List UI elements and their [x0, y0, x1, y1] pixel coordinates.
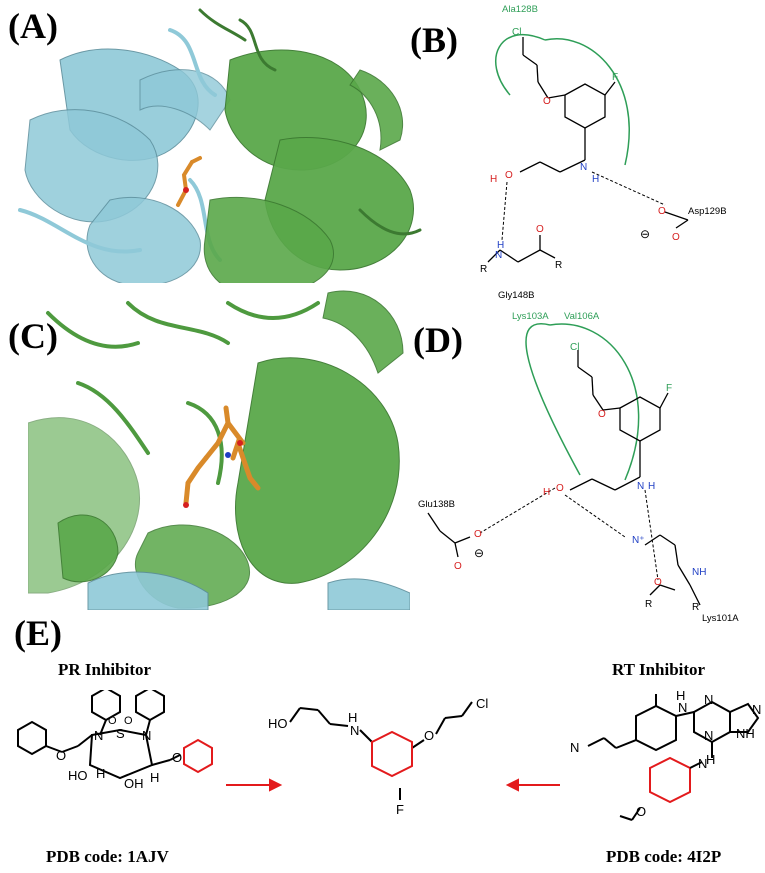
e-rt-nh: NH [736, 726, 755, 741]
panel-e-structures: O N N S O O HO H OH H O [0, 686, 765, 845]
rt-inhibitor-title: RT Inhibitor [612, 660, 706, 679]
e-rt-n4: N [752, 702, 761, 717]
e-pr-o4: O [172, 750, 182, 765]
panel-b-label: (B) [410, 20, 458, 60]
b-gly-o: O [536, 224, 544, 235]
e-mid-o: O [424, 728, 434, 743]
e-pr-oh: OH [124, 776, 144, 791]
e-mid-cl: Cl [476, 696, 488, 711]
e-pr-n1: N [94, 728, 103, 743]
e-pr-o2: O [108, 715, 117, 727]
b-residue-top: Ala128B [502, 4, 538, 15]
d-minus: ⊖ [474, 546, 484, 560]
d-nh: NH [692, 567, 706, 578]
b-asp-o: O [658, 206, 666, 217]
d-ho-h: H [543, 487, 550, 498]
d-atom-o: O [598, 409, 606, 420]
e-pr-ho: HO [68, 768, 88, 783]
e-mid-n: N [350, 723, 359, 738]
e-mid-ho: HO [268, 716, 288, 731]
e-rt-nc: N [570, 740, 579, 755]
panel-a-image [0, 0, 440, 300]
d-atom-n: N [637, 481, 644, 492]
d-r1: R [645, 599, 652, 610]
d-o-carbonyl: O [654, 577, 662, 588]
b-atom-ho-o: O [505, 170, 513, 181]
d-atom-h: H [648, 481, 655, 492]
d-glu-o1: O [474, 529, 482, 540]
e-pr-o1: O [56, 748, 66, 763]
d-r2: R [692, 602, 699, 613]
panel-e-label: (E) [14, 613, 62, 653]
b-gly-n: N [495, 250, 502, 261]
e-rt-n1: N [678, 700, 687, 715]
d-residue-left: Glu138B [418, 499, 455, 510]
d-nplus: N⁺ [632, 535, 645, 546]
e-pr-s: S [116, 726, 125, 741]
e-pr-n2: N [142, 728, 151, 743]
b-atom-cl: Cl [512, 27, 521, 38]
b-gly-r1: R [480, 264, 487, 275]
b-atom-h: H [592, 174, 599, 185]
b-minus: ⊖ [640, 227, 650, 241]
e-rt-n2: N [704, 692, 713, 707]
pr-pdb-code: PDB code: 1AJV [46, 847, 169, 866]
panel-c-image [28, 283, 410, 610]
e-rt-o: O [636, 804, 646, 819]
panel-c-label: (C) [8, 316, 58, 356]
e-pr-o3: O [124, 715, 133, 727]
d-atom-cl: Cl [570, 342, 579, 353]
e-rt-h2: H [706, 752, 715, 767]
d-atom-f: F [666, 383, 672, 394]
b-atom-ho-h: H [490, 174, 497, 185]
b-residue-bottom: Gly148B [498, 290, 534, 301]
d-residue-top1: Lys103A [512, 311, 549, 322]
e-rt-n5: N [698, 756, 707, 771]
d-ho-o: O [556, 483, 564, 494]
b-atom-n: N [580, 162, 587, 173]
b-atom-o: O [543, 96, 551, 107]
panel-d-label: (D) [413, 320, 463, 360]
panel-b-diagram: Cl O F N H H O H N O R R O O ⊖ Ala128B A… [440, 0, 765, 305]
e-pr-h2: H [150, 770, 159, 785]
d-residue-top2: Val106A [564, 311, 600, 322]
panel-d-diagram: Cl O F N H H O N⁺ NH O R R O O ⊖ Lys103A… [410, 305, 765, 625]
e-rt-h1: H [676, 690, 685, 703]
b-atom-f: F [612, 72, 618, 83]
pr-inhibitor-title: PR Inhibitor [58, 660, 152, 679]
panel-a-label: (A) [8, 6, 58, 46]
b-asp-o2: O [672, 232, 680, 243]
b-residue-right: Asp129B [688, 206, 727, 217]
b-gly-r2: R [555, 260, 562, 271]
b-gly-h: H [497, 240, 504, 251]
d-residue-bottom: Lys101A [702, 613, 739, 624]
e-mid-f: F [396, 802, 404, 817]
e-rt-n3: N [704, 728, 713, 743]
e-mid-h: H [348, 710, 357, 725]
e-pr-h1: H [96, 766, 105, 781]
d-glu-o2: O [454, 561, 462, 572]
rt-pdb-code: PDB code: 4I2P [606, 847, 722, 866]
